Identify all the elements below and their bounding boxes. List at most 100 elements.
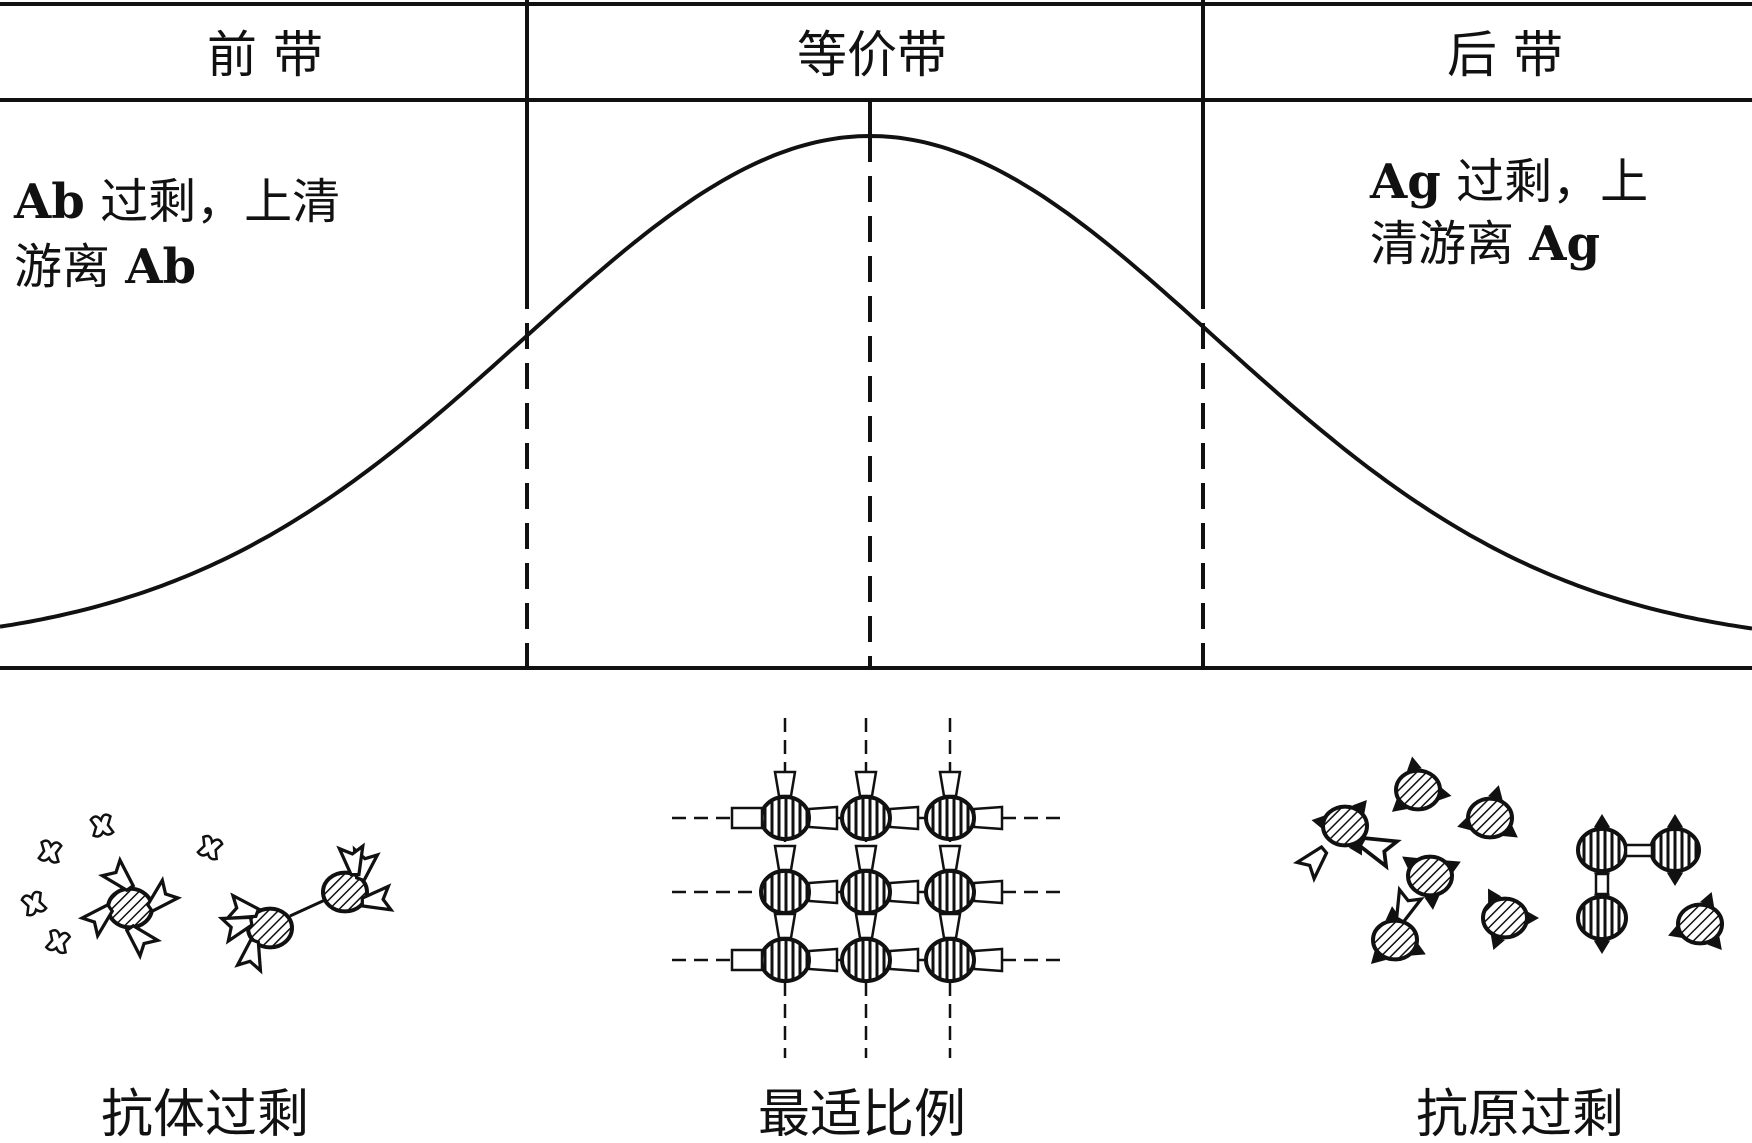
antibody-outline (196, 834, 224, 861)
lattice-antibody (972, 879, 1004, 905)
lattice-antibody (888, 947, 920, 973)
lattice-antibody (854, 770, 878, 798)
postzone-title: 后 带 (1447, 26, 1563, 84)
antigen-spike (1699, 892, 1715, 908)
antibody-arm (336, 842, 365, 877)
prezone-note-ab-1: Ab (13, 174, 85, 230)
antigen-glyph (1311, 799, 1369, 856)
lattice-antibody (730, 806, 764, 830)
antigen-spike (1502, 823, 1518, 838)
prezone-note-line2: 游离 Ab (14, 239, 196, 295)
lattice-antibody (938, 844, 962, 872)
antibody-arm (360, 883, 395, 912)
lattice-antibody (854, 912, 878, 940)
antibody-arm (98, 855, 136, 893)
antigen-body (1649, 826, 1701, 874)
crosslink-antibody (1624, 843, 1654, 858)
free-antibody-glyph (196, 834, 224, 861)
antigen-spike (1490, 934, 1506, 950)
antibody-glyph (234, 937, 263, 975)
antibody-outline (44, 929, 72, 955)
antigen-body (1676, 902, 1724, 946)
antigen-body (840, 794, 892, 842)
lattice-antigen (840, 868, 892, 916)
antigen-complex-3 (321, 870, 369, 914)
postzone-note-line1: Ag 过剩，上 (1369, 154, 1648, 210)
antibody-arm (1394, 885, 1425, 925)
prezone-note-text-2: 游离 (14, 239, 125, 295)
antigen-body (1576, 826, 1628, 874)
lattice-antibody (730, 948, 764, 972)
zone-boundaries (525, 100, 1205, 668)
antigen-body (759, 868, 811, 916)
antibody-glyph (1394, 885, 1425, 925)
free-antibody-glyph (20, 890, 48, 917)
lattice-antibody (854, 844, 878, 872)
antigen-complex-1 (106, 886, 154, 930)
antigen-body (1481, 896, 1529, 940)
lattice-antibody (972, 947, 1004, 973)
antigen-spike (1488, 785, 1503, 800)
antigen-glyph (1576, 882, 1628, 954)
antigen-spike (1666, 872, 1684, 886)
antigen-body (1321, 804, 1369, 848)
antigen-body (1394, 768, 1442, 812)
antibody-glyph (145, 876, 183, 914)
antigen-body (924, 868, 976, 916)
antigen-spike (1593, 814, 1611, 828)
postzone-note-ag-1: Ag (1369, 154, 1441, 210)
antibody-glyph (77, 902, 115, 940)
antibody-outline (37, 839, 63, 864)
antigen-body (1466, 796, 1514, 840)
antibody-glyph (124, 923, 162, 961)
precipitation-curve (0, 133, 1752, 631)
lattice-antigen (759, 936, 811, 984)
postzone-note-ag-2: Ag (1528, 216, 1600, 272)
lattice-antigen (840, 794, 892, 842)
lattice-antibody (807, 805, 839, 831)
postzone-note-text-1: 过剩，上 (1441, 154, 1648, 210)
antibody-glyph (1357, 836, 1402, 871)
crosslink-antibody (1594, 872, 1610, 896)
antigen-spike (1593, 940, 1611, 954)
antibody-arm (77, 902, 115, 940)
antibody-excess-caption: 抗体过剩 (101, 1085, 309, 1143)
antigen-body (1406, 854, 1454, 898)
lattice-antigen (840, 936, 892, 984)
optimal-ratio-lattice-illustration (672, 718, 1060, 1058)
lattice-antibody (972, 805, 1004, 831)
lattice-antibody (888, 805, 920, 831)
antibody-arm (1292, 844, 1329, 883)
antibody-arm (124, 923, 162, 961)
antibody-arm (145, 876, 183, 914)
free-antibody-glyph (44, 929, 72, 955)
free-antibody-glyph (37, 839, 63, 864)
antigen-spike (1666, 814, 1684, 828)
lattice-antibody (938, 912, 962, 940)
antigen-spike (1391, 797, 1408, 812)
antigen-spike (1402, 856, 1418, 871)
lattice-antigen (924, 936, 976, 984)
postzone-note-text-2: 清游离 (1370, 216, 1529, 272)
postzone-note-line2: 清游离 Ag (1370, 216, 1600, 272)
crosslink (289, 898, 326, 918)
prezone-note-ab-2: Ab (124, 239, 196, 295)
prezone-title: 前 带 (207, 26, 323, 84)
antigen-spike (1525, 910, 1539, 926)
antigen-body (759, 794, 811, 842)
lattice-antibody (807, 879, 839, 905)
antigen-body (759, 936, 811, 984)
antibody-glyph (98, 855, 136, 893)
lattice-antibody (807, 947, 839, 973)
antigen-body (106, 886, 154, 930)
lattice-antibody (773, 912, 797, 940)
antigen-spike (1370, 949, 1386, 965)
antibody-glyph (336, 842, 365, 877)
prezone-note-line1: Ab 过剩，上清 (13, 174, 340, 230)
optimal-ratio-caption: 最适比例 (758, 1085, 966, 1143)
lattice-antibody (888, 879, 920, 905)
antigen-spike (1424, 895, 1440, 910)
antigen-excess-caption: 抗原过剩 (1416, 1085, 1624, 1143)
antibody-arm (1357, 836, 1402, 871)
